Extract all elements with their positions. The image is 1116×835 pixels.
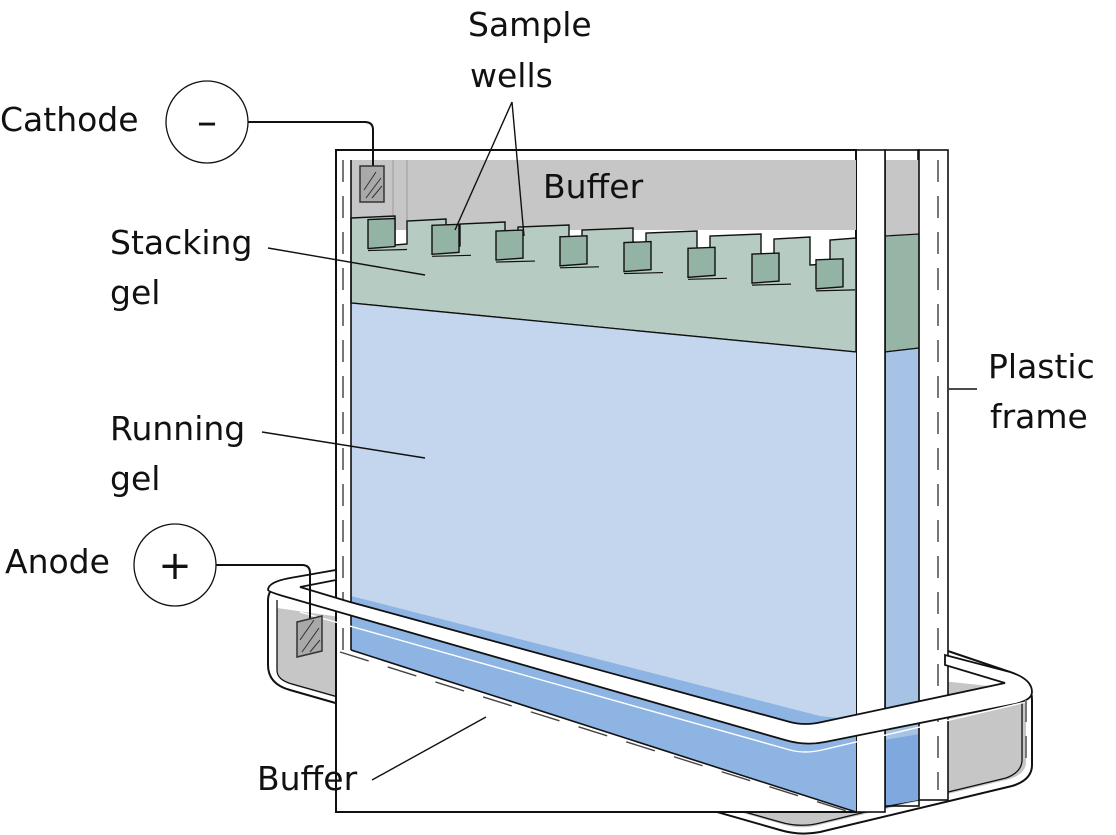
electrode-hatch xyxy=(299,619,321,653)
sample-well xyxy=(623,240,652,273)
leader-stacking-gel xyxy=(267,247,426,276)
label-anode: Anode xyxy=(5,542,110,581)
well-floor-edge xyxy=(815,289,856,292)
sample-well xyxy=(367,217,396,250)
anode-wire xyxy=(216,564,311,625)
sample-well xyxy=(687,246,716,279)
well-floor-edge xyxy=(687,277,728,280)
leader-running-gel xyxy=(261,431,426,459)
anode-electrode xyxy=(296,615,323,658)
label-plastic-frame-line1: Plastic xyxy=(988,347,1095,386)
label-buffer-bottom: Buffer xyxy=(257,759,358,798)
well-floor-edge xyxy=(559,266,600,269)
sample-well xyxy=(495,229,524,261)
gel-boundary xyxy=(350,302,857,353)
top-buffer xyxy=(351,160,856,230)
label-cathode: Cathode xyxy=(0,100,139,139)
electrode-hatch xyxy=(363,171,383,199)
label-plastic-frame-line2: frame xyxy=(990,397,1088,436)
tray-bottom-dashes xyxy=(339,651,851,813)
frame-right-outer xyxy=(917,149,949,801)
side-running-gel-low xyxy=(885,734,919,806)
sample-well xyxy=(559,235,588,267)
gel-plate xyxy=(335,149,857,813)
label-stacking-gel-line1: Stacking xyxy=(110,223,252,262)
label-stacking-gel-line2: gel xyxy=(110,273,160,312)
tray-rim-band xyxy=(267,568,1033,745)
label-sample-wells-line1: Sample xyxy=(468,5,592,44)
sample-well xyxy=(815,258,844,290)
sample-well xyxy=(431,223,460,256)
label-running-gel-line2: gel xyxy=(110,459,160,498)
tray-inner-wall xyxy=(276,600,1023,826)
well-floor-edge xyxy=(495,260,536,263)
leader-sample-wells xyxy=(454,101,525,237)
anode-symbol: + xyxy=(158,543,192,589)
label-sample-wells-line2: wells xyxy=(470,56,553,95)
labels: Sample wells Cathode Buffer Stacking gel… xyxy=(0,5,1095,798)
cathode-symbol: – xyxy=(197,99,217,145)
well-floor-edge xyxy=(367,248,408,252)
tray-front-rim xyxy=(267,568,1033,813)
cathode-assembly[interactable]: – xyxy=(165,80,385,203)
leader-buffer-bottom xyxy=(371,716,487,781)
tray-waterline xyxy=(299,611,1027,753)
side-plates xyxy=(855,149,949,813)
label-running-gel-line1: Running xyxy=(110,409,245,448)
sample-wells xyxy=(367,217,856,292)
well-floor-edge xyxy=(431,254,472,257)
well-floor-edge xyxy=(623,271,664,275)
cathode-electrode xyxy=(359,165,385,203)
plate-inner-bottom xyxy=(350,649,857,813)
anode-assembly[interactable]: + xyxy=(133,523,323,658)
label-buffer-top: Buffer xyxy=(543,167,644,206)
side-stacking-gel xyxy=(884,233,920,353)
side-buffer xyxy=(885,160,919,236)
cathode-wire xyxy=(248,121,374,172)
well-floor-edge xyxy=(751,283,792,286)
sample-well xyxy=(751,252,780,284)
